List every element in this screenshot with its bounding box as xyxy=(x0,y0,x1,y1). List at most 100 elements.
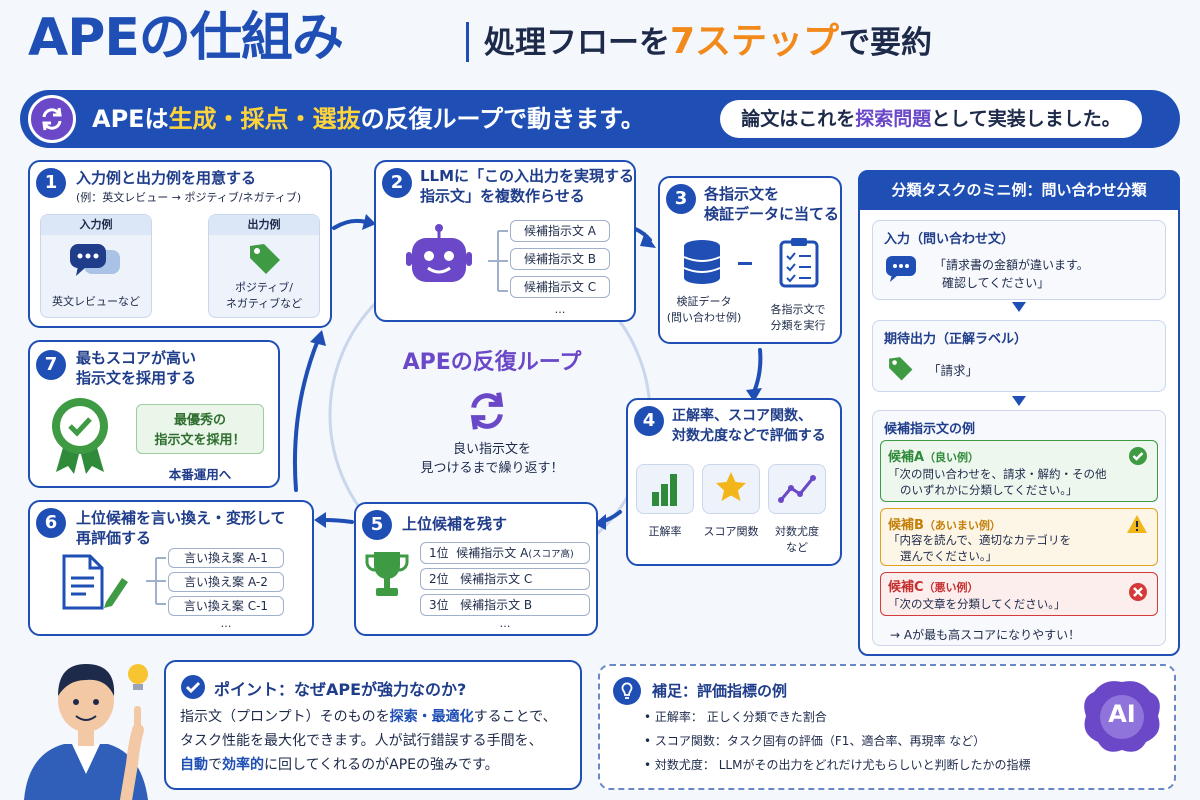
candidate-b-box xyxy=(880,508,1158,566)
step-4-number: 4 xyxy=(634,406,664,436)
arrowhead xyxy=(746,388,762,402)
page-subtitle: 処理フローを7ステップで要約 xyxy=(484,20,932,65)
output-label-1: ポジティブ/ xyxy=(234,281,294,294)
sidebar-title: 分類タスクのミニ例：問い合わせ分類 xyxy=(858,170,1180,210)
chat-bubble-icon xyxy=(68,242,124,286)
badge-check-icon xyxy=(48,394,112,478)
candidate-b-tag: （あいまい例） xyxy=(923,519,1001,532)
bar-chart-icon xyxy=(650,472,680,510)
sidebar-candidates-header: 候補指示文の例 xyxy=(884,422,976,437)
label-tag-icon xyxy=(886,354,914,386)
branch-lines xyxy=(488,230,508,292)
candidate-a-tag: （良い例） xyxy=(924,451,980,464)
candidate-a-text-1: 「次の問い合わせを、請求・解約・その他 xyxy=(888,467,1107,481)
point-highlight: 自動 xyxy=(180,757,208,773)
star-icon xyxy=(714,470,748,508)
pill-part: として実装しました。 xyxy=(931,108,1121,130)
point-text: に回してくれるのがAPEの強みです。 xyxy=(264,757,499,773)
step-4-title-2: 対数尤度などで評価する xyxy=(672,428,826,444)
banner-pill: 論文はこれを探索問題として実装しました。 xyxy=(720,100,1142,138)
rank-2-name: 候補指示文 C xyxy=(460,572,533,586)
note-item-1: • 正解率： 正しく分類できた割合 xyxy=(644,710,827,724)
note-item-text: 対数尤度： LLMがその出力をどれだけ尤もらしいと判断したかの指標 xyxy=(654,758,1031,772)
rephrase-more: … xyxy=(220,617,232,630)
sidebar-input-header: 入力（問い合わせ文） xyxy=(884,232,1015,247)
check-circle-icon xyxy=(1128,446,1148,470)
pill-part: 論文はこれを xyxy=(741,108,856,130)
step-4-title-1: 正解率、スコア関数、 xyxy=(672,408,812,424)
down-arrow xyxy=(1012,302,1026,312)
step-1-note: (例：英文レビュー → ポジティブ/ネガティブ) xyxy=(76,191,302,204)
step-3-label-2a: 各指示文で xyxy=(770,303,826,316)
production-label: 本番運用へ xyxy=(168,467,232,482)
step-3-title-2: 検証データに当てる xyxy=(704,205,840,223)
page-title: APEの仕組み xyxy=(28,8,344,68)
candidate-c-text: 「次の文章を分類してください。」 xyxy=(888,597,1066,611)
loop-description-1: 良い指示文を xyxy=(452,442,531,457)
candidate-c: 候補指示文 C xyxy=(510,276,610,298)
presenter-illustration xyxy=(14,644,164,800)
arrowhead xyxy=(310,330,326,346)
step-1-title: 入力例と出力例を用意する xyxy=(76,169,257,187)
chat-icon xyxy=(884,254,918,288)
banner-text: APEは生成・採点・選抜の反復ループで動きます。 xyxy=(92,102,645,136)
rank-1-name: 候補指示文 A xyxy=(456,546,529,560)
step-6-title-1: 上位候補を言い換え・変形して xyxy=(76,509,286,527)
rank-3: 3位 候補指示文 B xyxy=(420,594,590,616)
note-item-text: スコア関数：タスク固有の評価（F1、適合率、再現率 など） xyxy=(654,734,986,748)
best-prompt-box xyxy=(136,404,264,454)
point-text: 指示文（プロンプト）そのものを xyxy=(180,709,390,725)
candidate-b-text-2: 選んでください。」 xyxy=(900,549,998,563)
point-text: で xyxy=(208,757,222,773)
arrowhead xyxy=(594,514,606,530)
subtitle-part: 処理フローを xyxy=(484,25,670,61)
down-arrow xyxy=(1012,396,1026,406)
sidebar-input-text-1: 「請求書の金額が違います。 xyxy=(934,258,1089,272)
step-2-title-2: 指示文」を複数作らせる xyxy=(420,187,585,205)
trophy-icon xyxy=(364,548,410,606)
banner-part: APEは xyxy=(92,105,169,133)
arrow-5-6 xyxy=(322,518,354,524)
metric-likelihood-more: など xyxy=(786,541,808,554)
input-example-header: 入力例 xyxy=(41,215,151,235)
step-3-number: 3 xyxy=(666,184,696,214)
step-2-title-1: LLMに「この入出力を実現する xyxy=(420,167,635,185)
best-prompt-2: 指示文を採用！ xyxy=(154,433,246,448)
warning-icon xyxy=(1126,514,1148,538)
step-6-number: 6 xyxy=(36,508,66,538)
note-box xyxy=(598,664,1176,790)
line-chart-icon xyxy=(778,474,816,508)
candidate-c-box xyxy=(880,572,1158,616)
database-icon xyxy=(682,238,722,290)
point-text: することで、 xyxy=(473,709,557,725)
point-highlight: 効率的 xyxy=(222,757,264,773)
point-line-3: 自動で効率的に回してくれるのがAPEの強みです。 xyxy=(180,754,499,776)
arrowhead xyxy=(640,232,656,248)
note-title: 補足：評価指標の例 xyxy=(652,682,788,700)
output-label-2: ネガティブなど xyxy=(225,297,303,310)
document-edit-icon xyxy=(60,552,130,616)
sidebar-input-text-2: 確認してください」 xyxy=(942,276,1050,290)
sidebar-input-box xyxy=(872,220,1166,300)
metric-accuracy: 正解率 xyxy=(648,525,682,538)
step-7-number: 7 xyxy=(36,350,66,380)
loop-refresh-icon xyxy=(462,386,512,440)
banner-highlight: 生成・採点・選抜 xyxy=(168,105,361,133)
lightbulb-icon xyxy=(612,676,642,710)
arrowhead xyxy=(362,214,376,230)
robot-icon xyxy=(404,224,474,294)
step-3-label-1a: 検証データ xyxy=(676,295,732,308)
candidate-c-header: 候補C（悪い例） xyxy=(888,576,979,595)
sidebar-expected-box xyxy=(872,320,1166,392)
more-ellipsis: … xyxy=(554,303,566,316)
output-example-header: 出力例 xyxy=(209,215,319,235)
point-line-1: 指示文（プロンプト）そのものを探索・最適化することで、 xyxy=(180,706,557,728)
candidate-a-name: 候補A xyxy=(888,450,925,465)
best-prompt-1: 最優秀の xyxy=(173,413,226,428)
rephrase-a2: 言い換え案 A-2 xyxy=(168,572,284,592)
candidate-c-name: 候補C xyxy=(888,580,924,595)
loop-title: APEの反復ループ xyxy=(402,350,582,375)
input-example-box: 入力例 xyxy=(40,214,152,318)
step-5-title: 上位候補を残す xyxy=(402,515,508,533)
arrowhead xyxy=(314,512,326,528)
